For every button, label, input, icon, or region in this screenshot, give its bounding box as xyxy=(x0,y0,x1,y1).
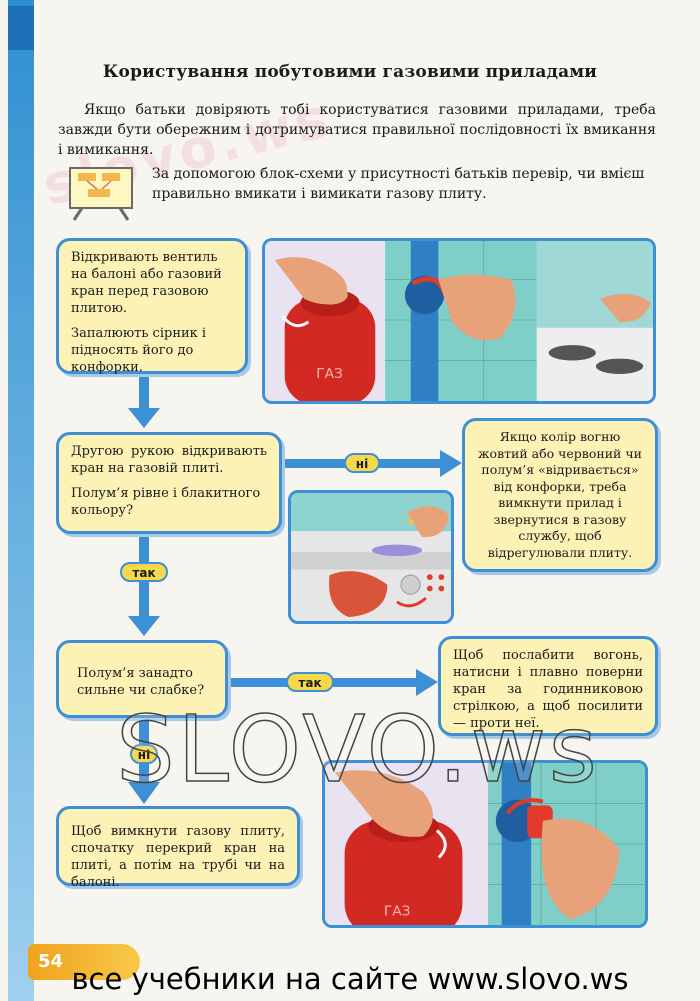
step1-line2: Запалюють сірник і підносять його до кон… xyxy=(71,326,207,375)
no-branch-text: Якщо колір вогню жовтий або червоний чи … xyxy=(478,429,642,560)
cylinder-label-2: ГАЗ xyxy=(384,903,411,919)
step2-box: Другою рукою відкривають кран на газовій… xyxy=(56,432,282,534)
arrow-head-down-2 xyxy=(128,616,160,636)
flowchart-board-icon xyxy=(69,167,133,221)
no-branch-box: Якщо колір вогню жовтий або червоний чи … xyxy=(462,418,658,572)
step1-line1: Відкривають вентиль на балоні або газови… xyxy=(71,250,222,316)
step3-box: Полум’я занадто сильне чи слабке? xyxy=(56,640,228,718)
label-no-2: ні xyxy=(130,744,158,764)
side-color-strip xyxy=(8,0,34,1001)
slovo-watermark: SLOVO.ws xyxy=(115,696,600,803)
label-no-1: ні xyxy=(344,453,380,473)
page-title: Користування побутовими газовими прилада… xyxy=(102,62,598,82)
step4-text: Щоб вимкнути газову плиту, спочатку пере… xyxy=(71,824,285,890)
cylinder-label-1: ГАЗ xyxy=(316,366,343,382)
arrow-head-down-1 xyxy=(128,408,160,428)
arrow-down-1 xyxy=(139,374,149,412)
yes-branch-box: Щоб послабити вогонь, натисни і плавно п… xyxy=(438,636,658,736)
photo-close-valves: ГАЗ xyxy=(322,760,648,928)
step3-text: Полум’я занадто сильне чи слабке? xyxy=(77,666,205,698)
step2-line1: Другою рукою відкривають кран на газовій… xyxy=(71,444,267,476)
step4-box: Щоб вимкнути газову плиту, спочатку пере… xyxy=(56,806,300,890)
arrow-head-right-yes xyxy=(416,669,438,696)
photo-stove-knob xyxy=(288,490,454,624)
arrow-head-right-no xyxy=(440,450,462,477)
photo-open-valves: ГАЗ xyxy=(262,238,656,404)
page-number-badge: 54 xyxy=(28,944,140,980)
step1-box: Відкривають вентиль на балоні або газови… xyxy=(56,238,248,375)
intro-paragraph: Якщо батьки довіряють тобі користуватися… xyxy=(58,102,656,158)
label-yes-2: так xyxy=(286,672,334,692)
task-instruction: За допомогою блок-схеми у присутності ба… xyxy=(152,166,645,202)
side-strip-block xyxy=(8,6,34,50)
step2-line2: Полум’я рівне і блакитного кольору? xyxy=(71,486,261,518)
label-yes-1: так xyxy=(120,562,168,582)
yes-branch-text: Щоб послабити вогонь, натисни і плавно п… xyxy=(453,648,643,731)
footer-site-banner: все учебники на сайте www.slovo.ws xyxy=(71,962,629,996)
